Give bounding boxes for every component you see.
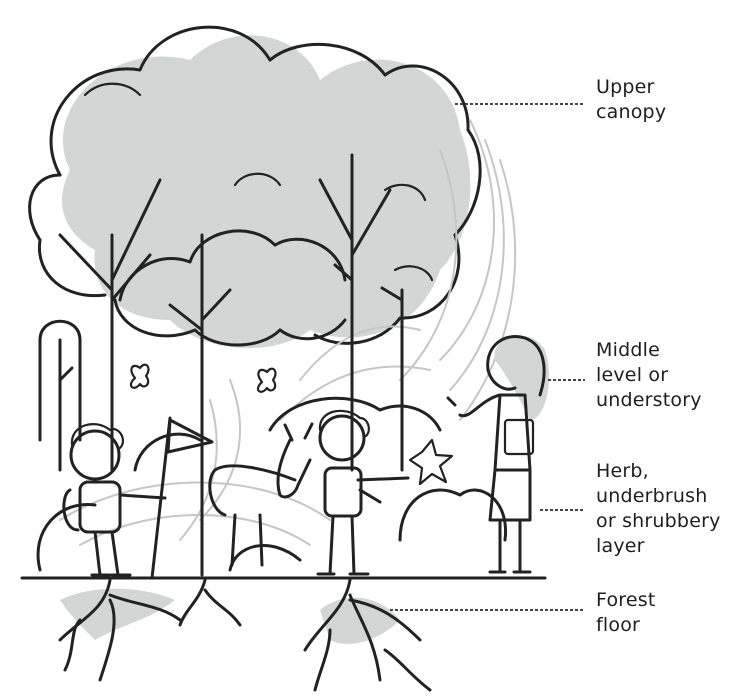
child-with-flag bbox=[62, 416, 214, 580]
label-forest-floor: Forest floor bbox=[596, 589, 656, 636]
butterfly-icon bbox=[256, 367, 277, 393]
child-pointing bbox=[316, 409, 410, 576]
label-herb-layer: Herb, underbrush or shrubbery layer bbox=[596, 460, 721, 557]
label-upper-canopy: Upper canopy bbox=[596, 76, 667, 123]
butterfly-icon bbox=[129, 363, 150, 389]
upper-canopy-crowns bbox=[28, 25, 482, 349]
label-middle-level: Middle level or understory bbox=[596, 339, 702, 411]
herb-shrub-layer bbox=[36, 396, 508, 572]
deer-figure bbox=[208, 422, 314, 567]
forest-floor-roots bbox=[58, 578, 432, 692]
teacher-figure bbox=[446, 335, 550, 574]
